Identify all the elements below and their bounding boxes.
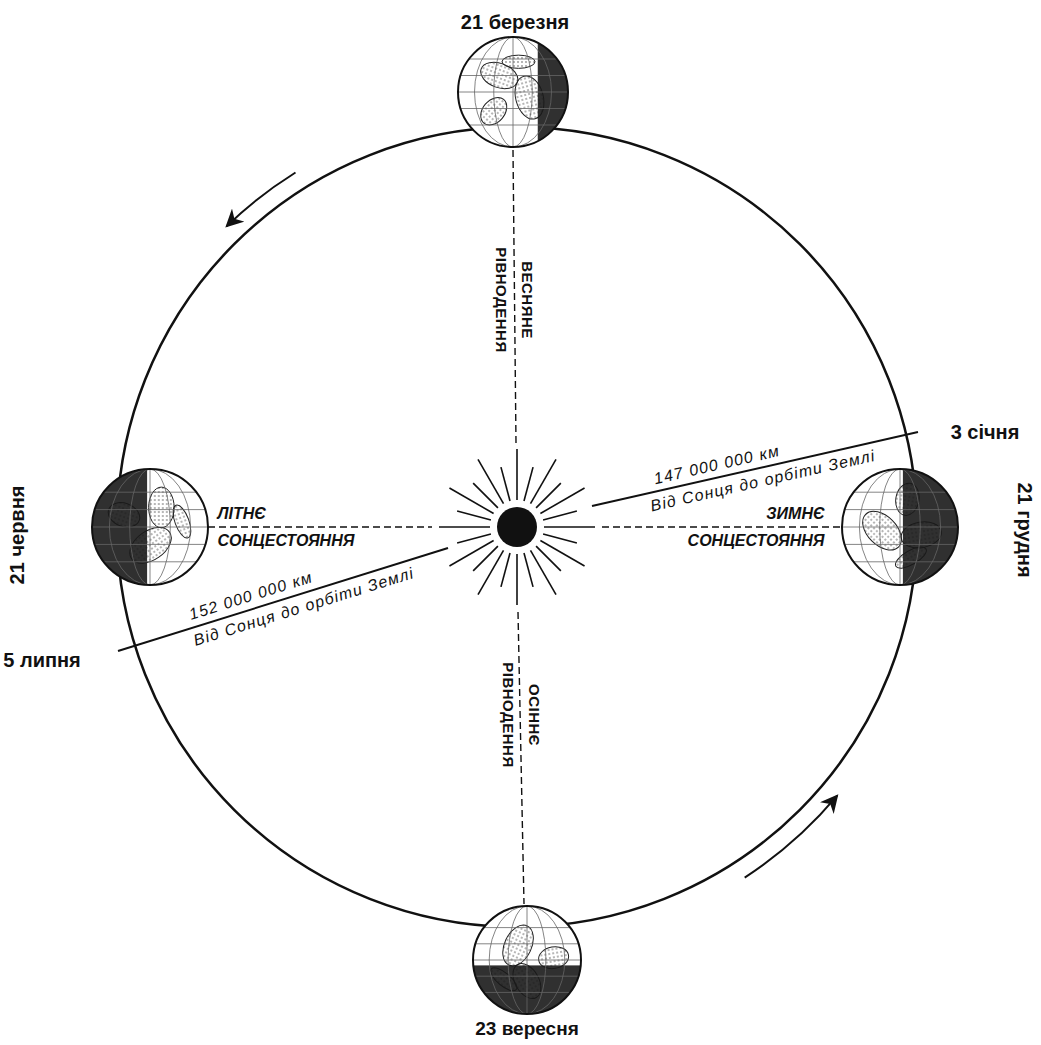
sun-ray — [524, 467, 533, 501]
sun-ray — [540, 488, 584, 514]
solstice-line — [602, 526, 842, 527]
sun-ray — [449, 488, 493, 514]
solstice-line — [208, 526, 432, 527]
globe-outline — [458, 37, 568, 147]
direction-arrow — [227, 173, 296, 227]
earth-orbit — [117, 127, 917, 927]
date-label: 21 березня — [461, 11, 569, 34]
sun-ray — [516, 449, 518, 500]
date-label: 23 вересня — [475, 1018, 578, 1040]
sun-ray — [516, 554, 518, 605]
sun-ray — [531, 459, 557, 503]
sun-ray — [478, 550, 504, 594]
parallel — [92, 561, 208, 562]
parallel — [842, 492, 958, 493]
parallel — [842, 527, 958, 528]
sun-ray — [540, 541, 584, 567]
axis-lines — [208, 150, 842, 904]
parallel — [842, 509, 958, 510]
equinox-label: ВЕСНЯНЕ РІВНОДЕННЯ — [489, 235, 540, 365]
equinox-line — [513, 150, 516, 443]
parallel — [842, 561, 958, 562]
parallel — [458, 75, 568, 76]
earth-globe — [842, 469, 961, 585]
globe-ground — [473, 906, 581, 1014]
sun-ray — [457, 534, 491, 543]
sun-ray — [457, 511, 491, 520]
sun-ray — [543, 534, 577, 543]
parallel — [473, 976, 581, 977]
parallel — [473, 992, 581, 993]
parallel — [458, 108, 568, 109]
parallel — [473, 927, 581, 928]
equinox-label: ОСІННЄ РІВНОДЕННЯ — [496, 650, 547, 780]
parallel — [458, 59, 568, 60]
equinox-line — [518, 612, 524, 904]
parallel — [842, 544, 958, 545]
sun-disc — [497, 507, 537, 547]
parallel — [458, 125, 568, 126]
date-label: 5 липня — [3, 649, 81, 672]
parallel — [473, 960, 581, 961]
sun-ray — [531, 550, 557, 594]
sun-ray — [501, 467, 510, 501]
globe-ground — [842, 469, 958, 585]
sun-ray — [524, 553, 533, 587]
sun-ray — [439, 526, 490, 528]
globe-outline — [842, 469, 958, 585]
direction-arrow — [745, 796, 838, 878]
sun — [439, 449, 595, 605]
parallel — [92, 544, 208, 545]
globe-outline — [473, 906, 581, 1014]
sun-ray — [543, 511, 577, 520]
sun-ray — [501, 553, 510, 587]
globes — [92, 37, 961, 1019]
sun-ray — [449, 541, 493, 567]
date-label: 21 грудня — [1013, 482, 1036, 577]
sun-ray — [544, 526, 595, 528]
earth-globe — [92, 469, 208, 585]
parallel — [473, 943, 581, 944]
parallel — [92, 527, 208, 528]
parallel — [458, 92, 568, 93]
globe-outline — [92, 469, 208, 585]
earth-globe — [458, 37, 571, 147]
globe-ground — [92, 469, 208, 585]
parallel — [92, 509, 208, 510]
sun-ray — [478, 459, 504, 503]
date-label: 3 січня — [951, 421, 1020, 444]
parallel — [92, 492, 208, 493]
solstice-label: ЗИМНЄ СОНЦЕСТОЯННЯ — [660, 500, 825, 554]
globe-ground — [458, 37, 568, 147]
earth-globe — [473, 906, 581, 1019]
date-label: 21 червня — [6, 486, 29, 585]
solstice-label: ЛІТНЄ СОНЦЕСТОЯННЯ — [218, 500, 383, 554]
